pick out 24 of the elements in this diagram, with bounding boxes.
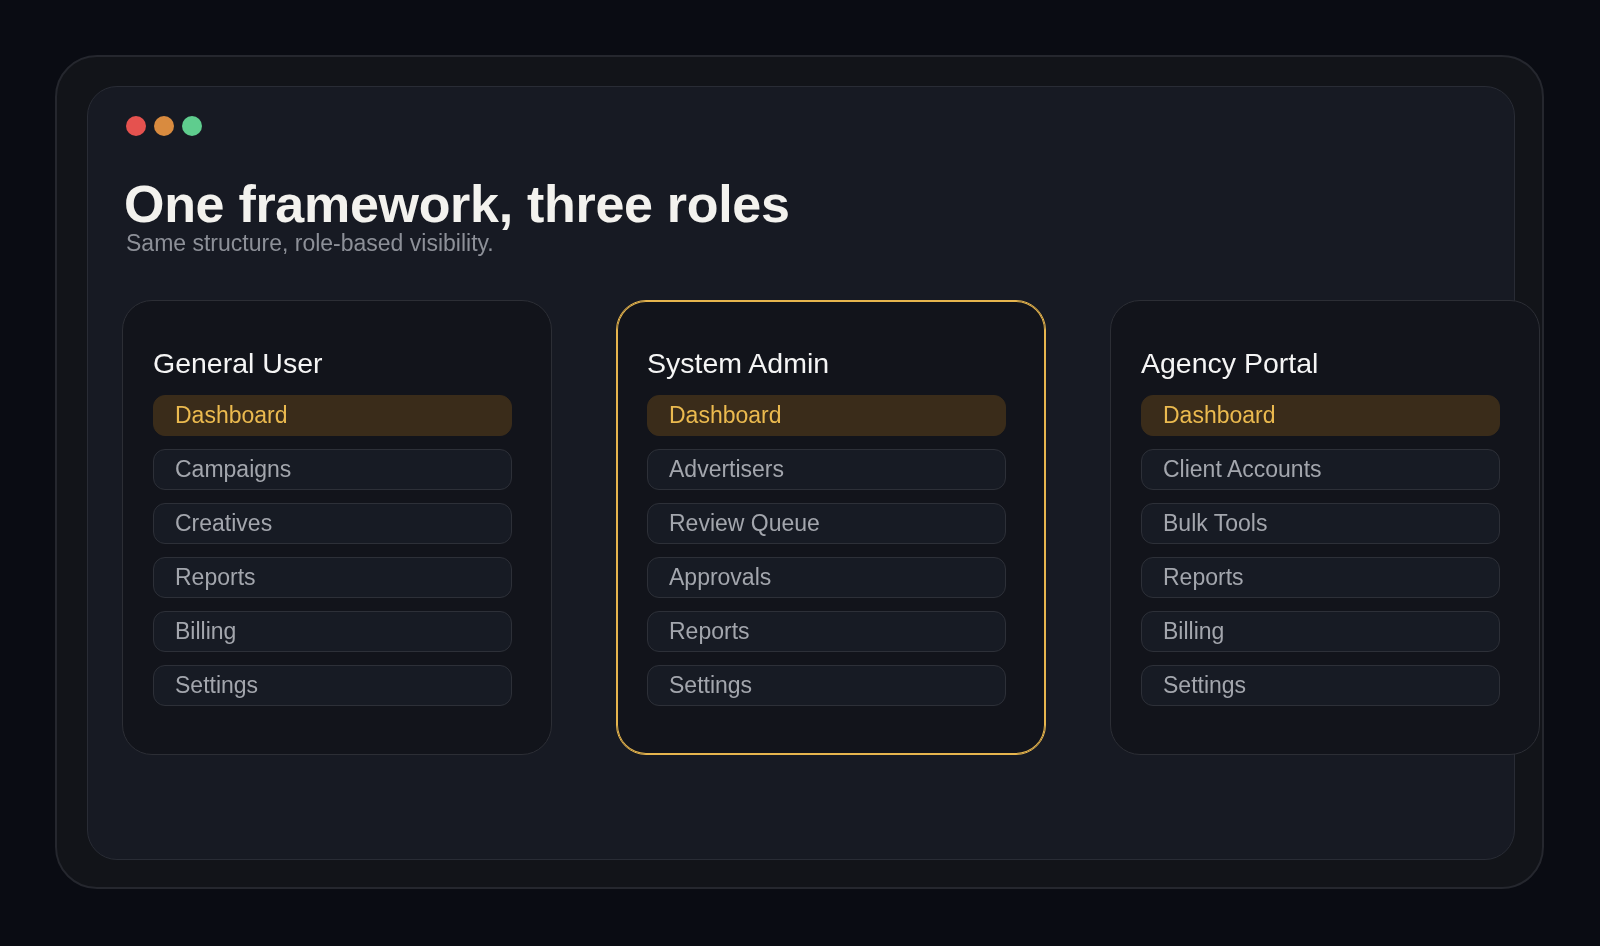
nav-item: Billing — [1141, 611, 1500, 652]
nav-item: Bulk Tools — [1141, 503, 1500, 544]
nav-item: Advertisers — [647, 449, 1006, 490]
nav-item: Settings — [153, 665, 512, 706]
active-nav-item: Dashboard — [1141, 395, 1500, 436]
nav-item: Reports — [1141, 557, 1500, 598]
nav-item: Creatives — [153, 503, 512, 544]
nav-item: Reports — [153, 557, 512, 598]
nav-item: Reports — [647, 611, 1006, 652]
card-heading: General User — [153, 346, 323, 381]
active-nav-item: Dashboard — [647, 395, 1006, 436]
role-card — [1110, 300, 1540, 755]
nav-item: Settings — [1141, 665, 1500, 706]
nav-item: Billing — [153, 611, 512, 652]
nav-item: Client Accounts — [1141, 449, 1500, 490]
nav-item: Approvals — [647, 557, 1006, 598]
nav-item: Campaigns — [153, 449, 512, 490]
nav-item: Review Queue — [647, 503, 1006, 544]
card-heading: System Admin — [647, 346, 830, 381]
highlighted-role-card — [616, 300, 1046, 755]
card-heading: Agency Portal — [1141, 346, 1319, 381]
nav-item: Settings — [647, 665, 1006, 706]
active-nav-item: Dashboard — [153, 395, 512, 436]
role-card — [122, 300, 552, 755]
